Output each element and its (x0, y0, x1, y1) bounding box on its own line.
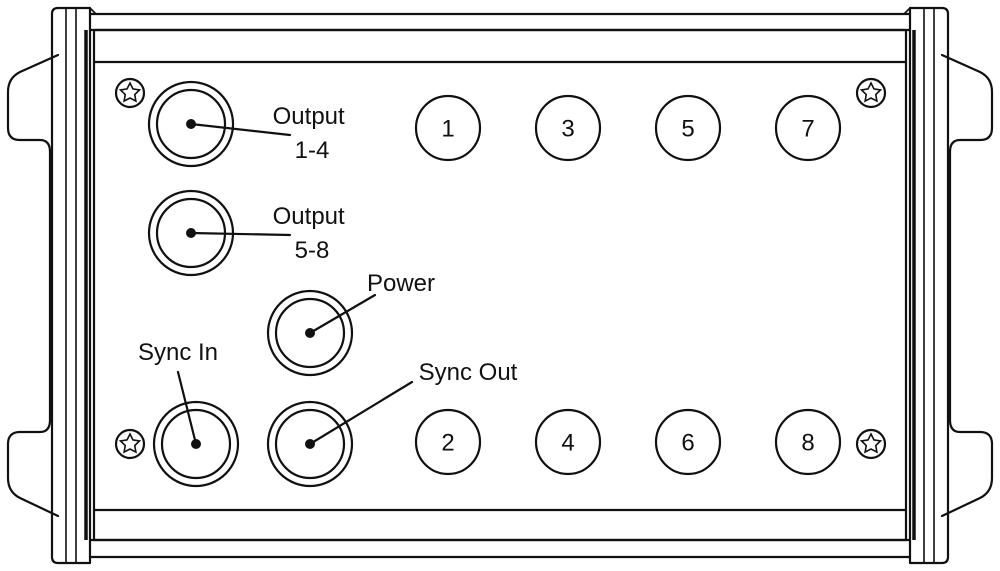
channel-1-number: 1 (441, 116, 454, 143)
channel-6-indicator: 6 (654, 408, 722, 476)
channel-8-number: 8 (801, 430, 814, 457)
sync-in-label: Sync In (138, 339, 218, 366)
channel-7-circle (774, 94, 842, 162)
channel-5-circle (654, 94, 722, 162)
channel-7-number: 7 (801, 116, 814, 143)
right-end-cap (903, 6, 950, 565)
channel-8-indicator: 8 (774, 408, 842, 476)
output-5-8-label-line1: Output (273, 203, 345, 230)
output-5-8-label: Output 5-8 (273, 203, 352, 264)
channel-2-number: 2 (441, 430, 454, 457)
output-1-4-label-line2: 1-4 (295, 137, 330, 164)
sync-out-leader (308, 380, 414, 446)
channel-indicators: 1 3 5 7 2 4 6 8 (414, 94, 842, 476)
channel-8-circle (774, 408, 842, 476)
channel-6-number: 6 (681, 430, 694, 457)
sync-in-connector (152, 400, 240, 488)
channel-2-circle (414, 408, 482, 476)
right-mounting-flange (940, 53, 994, 518)
power-label: Power (367, 270, 435, 297)
enclosure-body (88, 12, 912, 559)
output-1-4-connector (147, 80, 235, 168)
channel-4-number: 4 (561, 430, 574, 457)
output-5-8-leader (189, 231, 292, 237)
channel-5-indicator: 5 (654, 94, 722, 162)
screw-top-left-icon (114, 77, 146, 109)
power-connector (266, 289, 354, 377)
sync-in-leader (176, 370, 198, 446)
channel-3-number: 3 (561, 116, 574, 143)
screw-bottom-right-icon (855, 428, 887, 460)
mounting-screws (114, 77, 887, 460)
channel-4-indicator: 4 (534, 408, 602, 476)
channel-1-indicator: 1 (414, 94, 482, 162)
power-leader (308, 293, 377, 335)
channel-5-number: 5 (681, 116, 694, 143)
screw-top-right-icon (855, 77, 887, 109)
channel-2-indicator: 2 (414, 408, 482, 476)
left-mounting-flange (6, 53, 60, 518)
screw-bottom-left-icon (114, 428, 146, 460)
channel-4-circle (534, 408, 602, 476)
channel-6-circle (654, 408, 722, 476)
channel-3-circle (534, 94, 602, 162)
channel-3-indicator: 3 (534, 94, 602, 162)
sync-out-label: Sync Out (419, 359, 518, 386)
output-1-4-leader (189, 122, 292, 137)
output-5-8-label-line2: 5-8 (295, 237, 330, 264)
channel-1-circle (414, 94, 482, 162)
output-1-4-label: Output 1-4 (273, 103, 352, 164)
left-end-cap (50, 6, 97, 565)
output-1-4-label-line1: Output (273, 103, 345, 130)
channel-7-indicator: 7 (774, 94, 842, 162)
